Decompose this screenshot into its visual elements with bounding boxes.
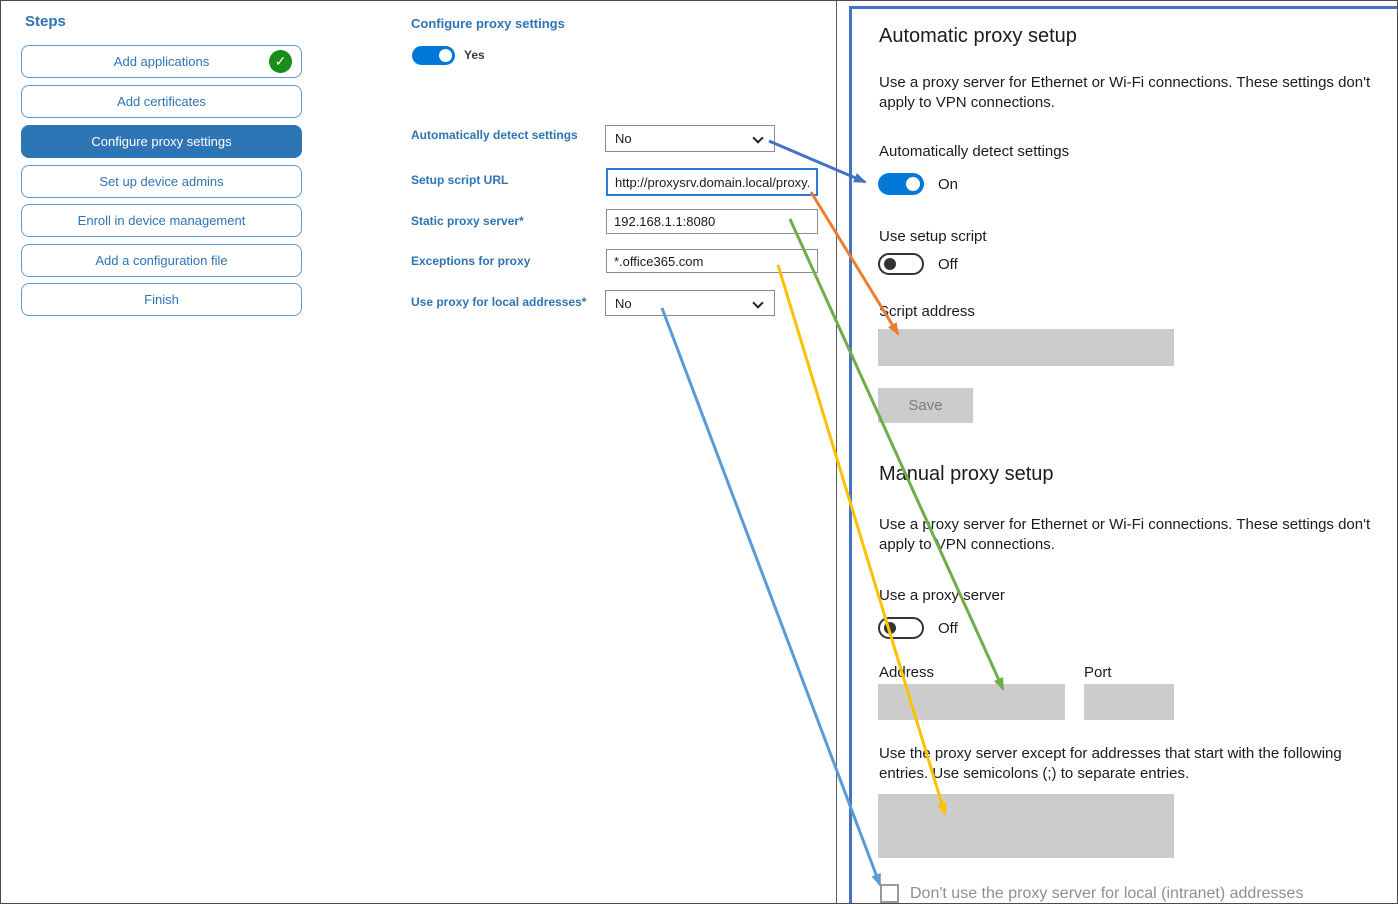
port-label: Port bbox=[1084, 664, 1112, 681]
sidebar-item-configure-proxy-settings[interactable]: Configure proxy settings bbox=[21, 125, 302, 158]
script-address-input[interactable] bbox=[878, 329, 1174, 366]
proxy-exceptions-textarea[interactable] bbox=[878, 794, 1174, 858]
step-label: Add certificates bbox=[117, 94, 206, 109]
use-setup-script-toggle[interactable] bbox=[878, 253, 924, 275]
toggle-knob bbox=[884, 622, 896, 634]
sidebar-item-add-applications[interactable]: Add applications ✓ bbox=[21, 45, 302, 78]
detect-settings-label: Automatically detect settings bbox=[411, 128, 578, 142]
chevron-down-icon bbox=[752, 132, 764, 144]
sidebar-item-add-certificates[interactable]: Add certificates bbox=[21, 85, 302, 118]
automatic-proxy-setup-heading: Automatic proxy setup bbox=[879, 25, 1077, 47]
selected-value: No bbox=[615, 131, 632, 146]
windows-proxy-settings-panel: Automatic proxy setup Use a proxy server… bbox=[849, 6, 1397, 903]
static-proxy-server-label: Static proxy server* bbox=[411, 214, 524, 228]
setup-script-url-input[interactable] bbox=[606, 168, 818, 196]
toggle-knob bbox=[884, 258, 896, 270]
setup-script-url-label: Setup script URL bbox=[411, 173, 509, 187]
use-setup-script-state: Off bbox=[938, 256, 958, 273]
configure-proxy-toggle-label: Yes bbox=[464, 48, 485, 62]
toggle-knob bbox=[906, 177, 920, 191]
use-proxy-local-select[interactable]: No bbox=[605, 290, 775, 316]
selected-value: No bbox=[615, 295, 632, 311]
auto-detect-toggle[interactable] bbox=[878, 173, 924, 195]
step-label: Enroll in device management bbox=[77, 213, 246, 228]
use-proxy-server-toggle[interactable] bbox=[878, 617, 924, 639]
step-label: Add applications bbox=[113, 54, 210, 69]
sidebar-item-finish[interactable]: Finish bbox=[21, 283, 302, 316]
automatic-proxy-description: Use a proxy server for Ethernet or Wi-Fi… bbox=[879, 74, 1371, 111]
exceptions-for-proxy-input[interactable] bbox=[606, 249, 818, 273]
chevron-down-icon bbox=[752, 297, 764, 309]
local-addresses-arrow bbox=[660, 307, 882, 887]
check-icon: ✓ bbox=[269, 50, 292, 73]
save-button[interactable]: Save bbox=[878, 388, 973, 423]
address-label: Address bbox=[879, 664, 935, 681]
auto-detect-label: Automatically detect settings bbox=[879, 143, 1070, 160]
configure-proxy-toggle[interactable] bbox=[412, 46, 455, 65]
detect-settings-select[interactable]: No bbox=[605, 125, 775, 152]
panel-divider bbox=[836, 1, 837, 903]
sidebar-item-add-a-configuration-file[interactable]: Add a configuration file bbox=[21, 244, 302, 277]
proxy-exceptions-description: Use the proxy server except for addresse… bbox=[879, 745, 1342, 782]
step-label: Add a configuration file bbox=[95, 253, 228, 268]
use-proxy-server-label: Use a proxy server bbox=[879, 587, 1005, 604]
step-label: Set up device admins bbox=[99, 174, 224, 189]
use-setup-script-label: Use setup script bbox=[879, 228, 987, 245]
script-address-label: Script address bbox=[879, 303, 975, 320]
address-input[interactable] bbox=[878, 684, 1065, 720]
exceptions-for-proxy-label: Exceptions for proxy bbox=[411, 254, 531, 268]
step-label: Configure proxy settings bbox=[91, 134, 232, 149]
sidebar-item-enroll-in-device-management[interactable]: Enroll in device management bbox=[21, 204, 302, 237]
local-addresses-checkbox-label: Don't use the proxy server for local (in… bbox=[910, 885, 1304, 902]
steps-panel-title: Steps bbox=[25, 13, 66, 30]
use-proxy-local-label: Use proxy for local addresses* bbox=[411, 295, 587, 309]
auto-detect-state: On bbox=[938, 176, 959, 193]
page-title: Configure proxy settings bbox=[411, 16, 565, 31]
sidebar-item-set-up-device-admins[interactable]: Set up device admins bbox=[21, 165, 302, 198]
local-addresses-checkbox[interactable] bbox=[880, 884, 899, 903]
manual-proxy-setup-heading: Manual proxy setup bbox=[879, 463, 1054, 485]
static-proxy-server-input[interactable] bbox=[606, 209, 818, 234]
manual-proxy-description: Use a proxy server for Ethernet or Wi-Fi… bbox=[879, 516, 1371, 553]
step-label: Finish bbox=[144, 292, 179, 307]
toggle-knob bbox=[439, 49, 452, 62]
use-proxy-server-state: Off bbox=[938, 620, 958, 637]
port-input[interactable] bbox=[1084, 684, 1174, 720]
